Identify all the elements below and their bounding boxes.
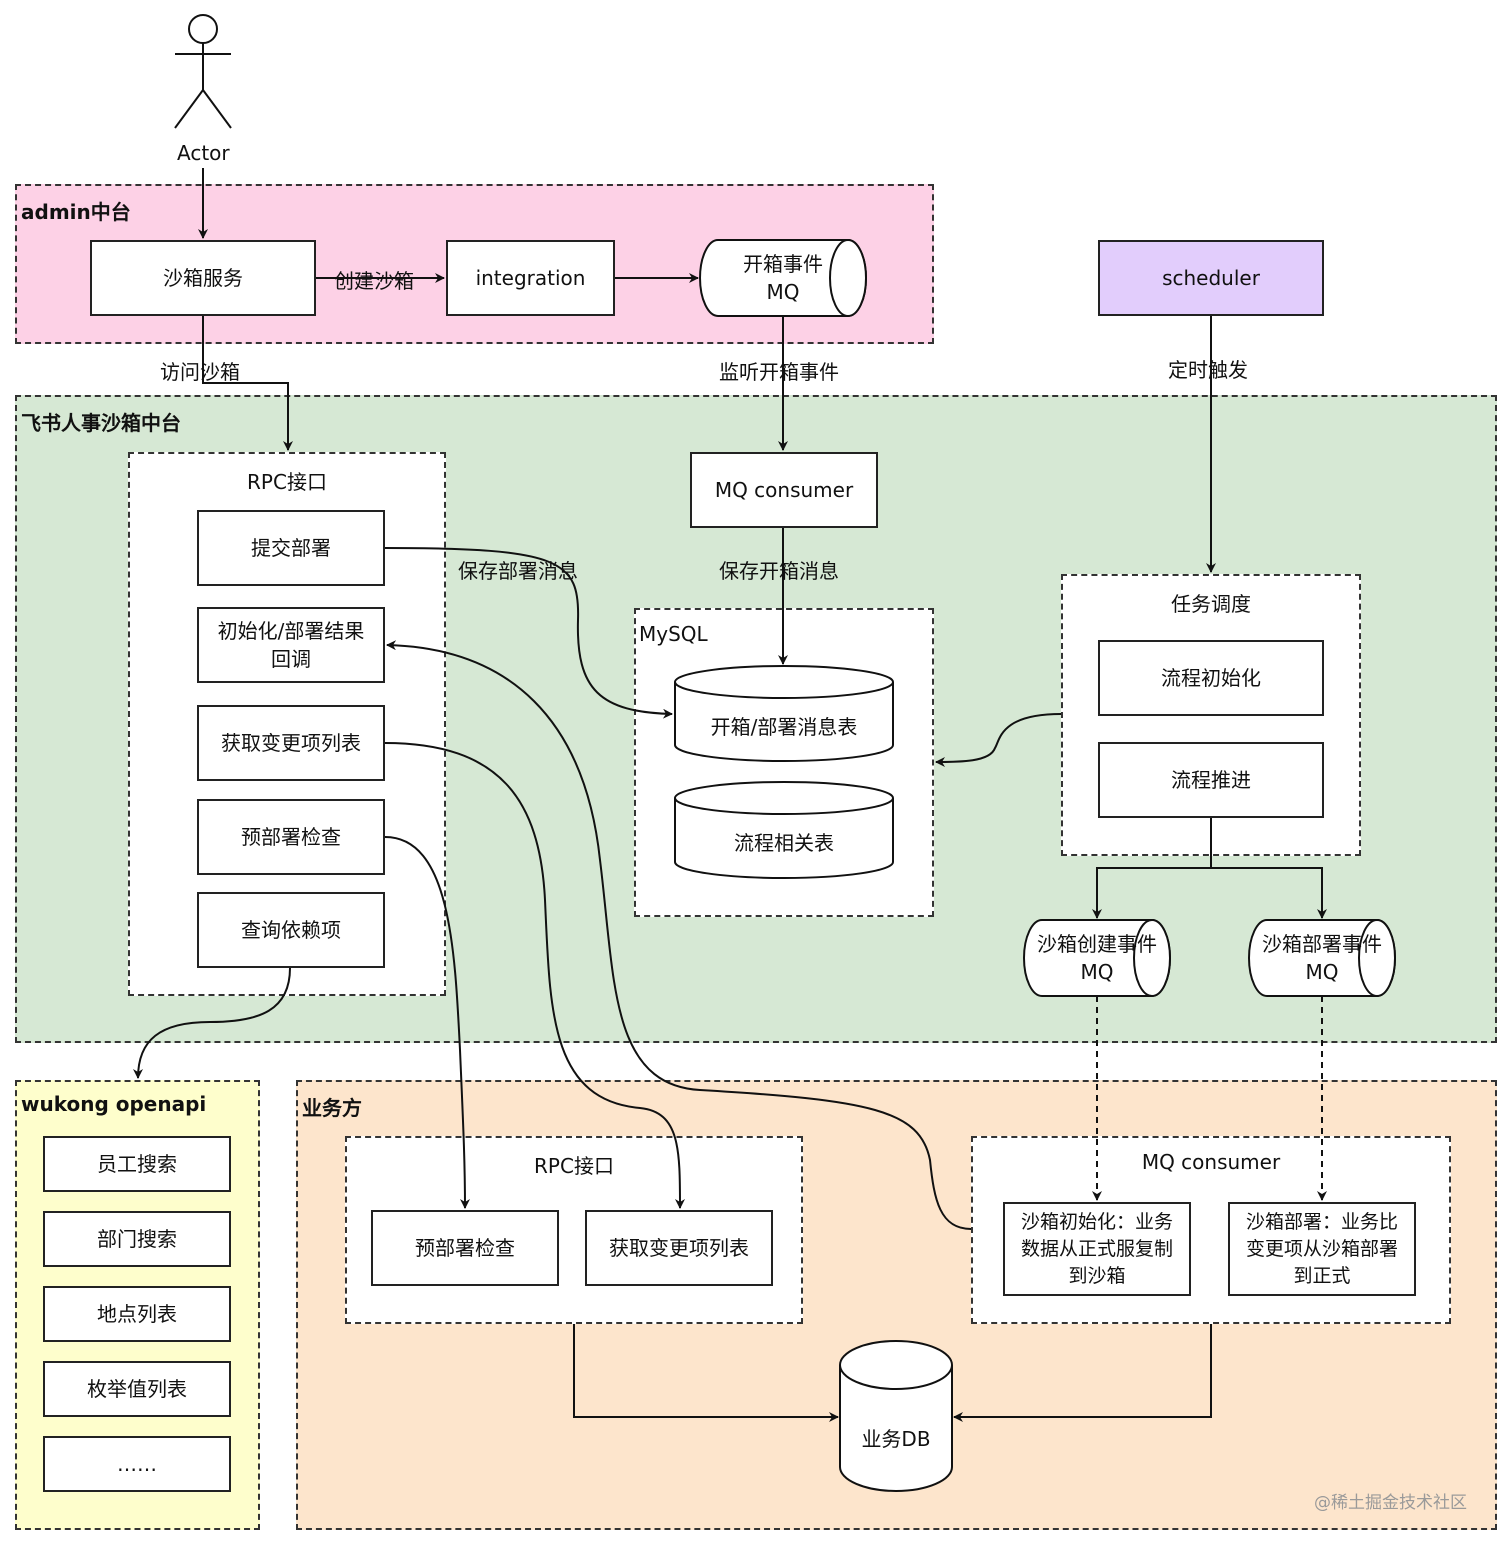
actor-label: Actor xyxy=(177,141,230,165)
platform-mq-consumer[interactable]: MQ consumer xyxy=(690,452,878,528)
open-box-mq-label: 开箱事件 MQ xyxy=(743,252,823,304)
platform-zone-title: 飞书人事沙箱中台 xyxy=(21,411,181,435)
edge-biz-consumer-db xyxy=(953,1324,1212,1422)
label-visit-sandbox: 访问沙箱 xyxy=(160,360,240,384)
edge-get-changes xyxy=(384,742,685,1209)
label-create-sandbox: 创建沙箱 xyxy=(334,269,414,293)
platform-rpc-title: RPC接口 xyxy=(247,470,327,494)
biz-get-change-list[interactable]: 获取变更项列表 xyxy=(585,1210,773,1286)
table-process xyxy=(674,781,894,879)
biz-sandbox-init[interactable]: 沙箱初始化：业务 数据从正式服复制 到沙箱 xyxy=(1003,1202,1191,1296)
rpc-callback[interactable]: 初始化/部署结果 回调 xyxy=(197,607,385,683)
table-open-deploy-msg xyxy=(674,665,894,762)
scheduler-box[interactable]: scheduler xyxy=(1098,240,1324,316)
wukong-zone-title: wukong openapi xyxy=(21,1092,207,1116)
label-timed-trigger: 定时触发 xyxy=(1168,358,1248,382)
edge-advance-mq2 xyxy=(1211,867,1327,919)
rpc-query-deps[interactable]: 查询依赖项 xyxy=(197,892,385,968)
wukong-enum-list[interactable]: 枚举值列表 xyxy=(43,1361,231,1417)
edge-task-mysql xyxy=(935,713,1062,767)
sandbox-create-mq xyxy=(1023,919,1171,997)
biz-db-label: 业务DB xyxy=(861,1427,931,1451)
task-group-title: 任务调度 xyxy=(1171,592,1251,616)
rpc-submit-deploy[interactable]: 提交部署 xyxy=(197,510,385,586)
table-open-deploy-msg-label: 开箱/部署消息表 xyxy=(710,715,858,739)
label-listen-open: 监听开箱事件 xyxy=(719,360,839,384)
biz-rpc-title: RPC接口 xyxy=(534,1154,614,1178)
table-process-label: 流程相关表 xyxy=(734,831,834,855)
rpc-pre-deploy-check[interactable]: 预部署检查 xyxy=(197,799,385,875)
sandbox-service-box[interactable]: 沙箱服务 xyxy=(90,240,316,316)
sandbox-deploy-mq-label: 沙箱部署事件 MQ xyxy=(1262,932,1382,984)
mysql-title: MySQL xyxy=(639,622,708,646)
sandbox-create-mq-label: 沙箱创建事件 MQ xyxy=(1037,932,1157,984)
task-process-init[interactable]: 流程初始化 xyxy=(1098,640,1324,716)
biz-pre-deploy-check[interactable]: 预部署检查 xyxy=(371,1210,559,1286)
edge-advance-mq xyxy=(1092,818,1212,919)
task-process-advance[interactable]: 流程推进 xyxy=(1098,742,1324,818)
wukong-location-list[interactable]: 地点列表 xyxy=(43,1286,231,1342)
actor-figure-icon xyxy=(174,14,232,129)
biz-consumer-title: MQ consumer xyxy=(1141,1150,1281,1174)
edge-save-deploy xyxy=(384,547,673,719)
edge-query-deps xyxy=(133,967,291,1079)
wukong-department-search[interactable]: 部门搜索 xyxy=(43,1211,231,1267)
label-save-open: 保存开箱消息 xyxy=(719,559,839,583)
label-save-deploy: 保存部署消息 xyxy=(458,559,578,583)
wukong-employee-search[interactable]: 员工搜索 xyxy=(43,1136,231,1192)
edge-precheck xyxy=(384,836,470,1209)
watermark: @稀土掘金技术社区 xyxy=(1314,1493,1467,1513)
open-box-mq xyxy=(699,239,867,317)
admin-zone-title: admin中台 xyxy=(21,200,131,224)
edge-callback xyxy=(386,640,972,1230)
biz-sandbox-deploy[interactable]: 沙箱部署：业务比 变更项从沙箱部署 到正式 xyxy=(1228,1202,1416,1296)
biz-db-cylinder xyxy=(839,1340,953,1492)
wukong-more[interactable]: …… xyxy=(43,1436,231,1492)
integration-box[interactable]: integration xyxy=(446,240,615,316)
edge-visit-sandbox xyxy=(202,316,293,451)
rpc-get-change-list[interactable]: 获取变更项列表 xyxy=(197,705,385,781)
edge-biz-rpc-db xyxy=(573,1324,839,1422)
sandbox-deploy-mq xyxy=(1248,919,1396,997)
biz-zone-title: 业务方 xyxy=(302,1096,362,1120)
